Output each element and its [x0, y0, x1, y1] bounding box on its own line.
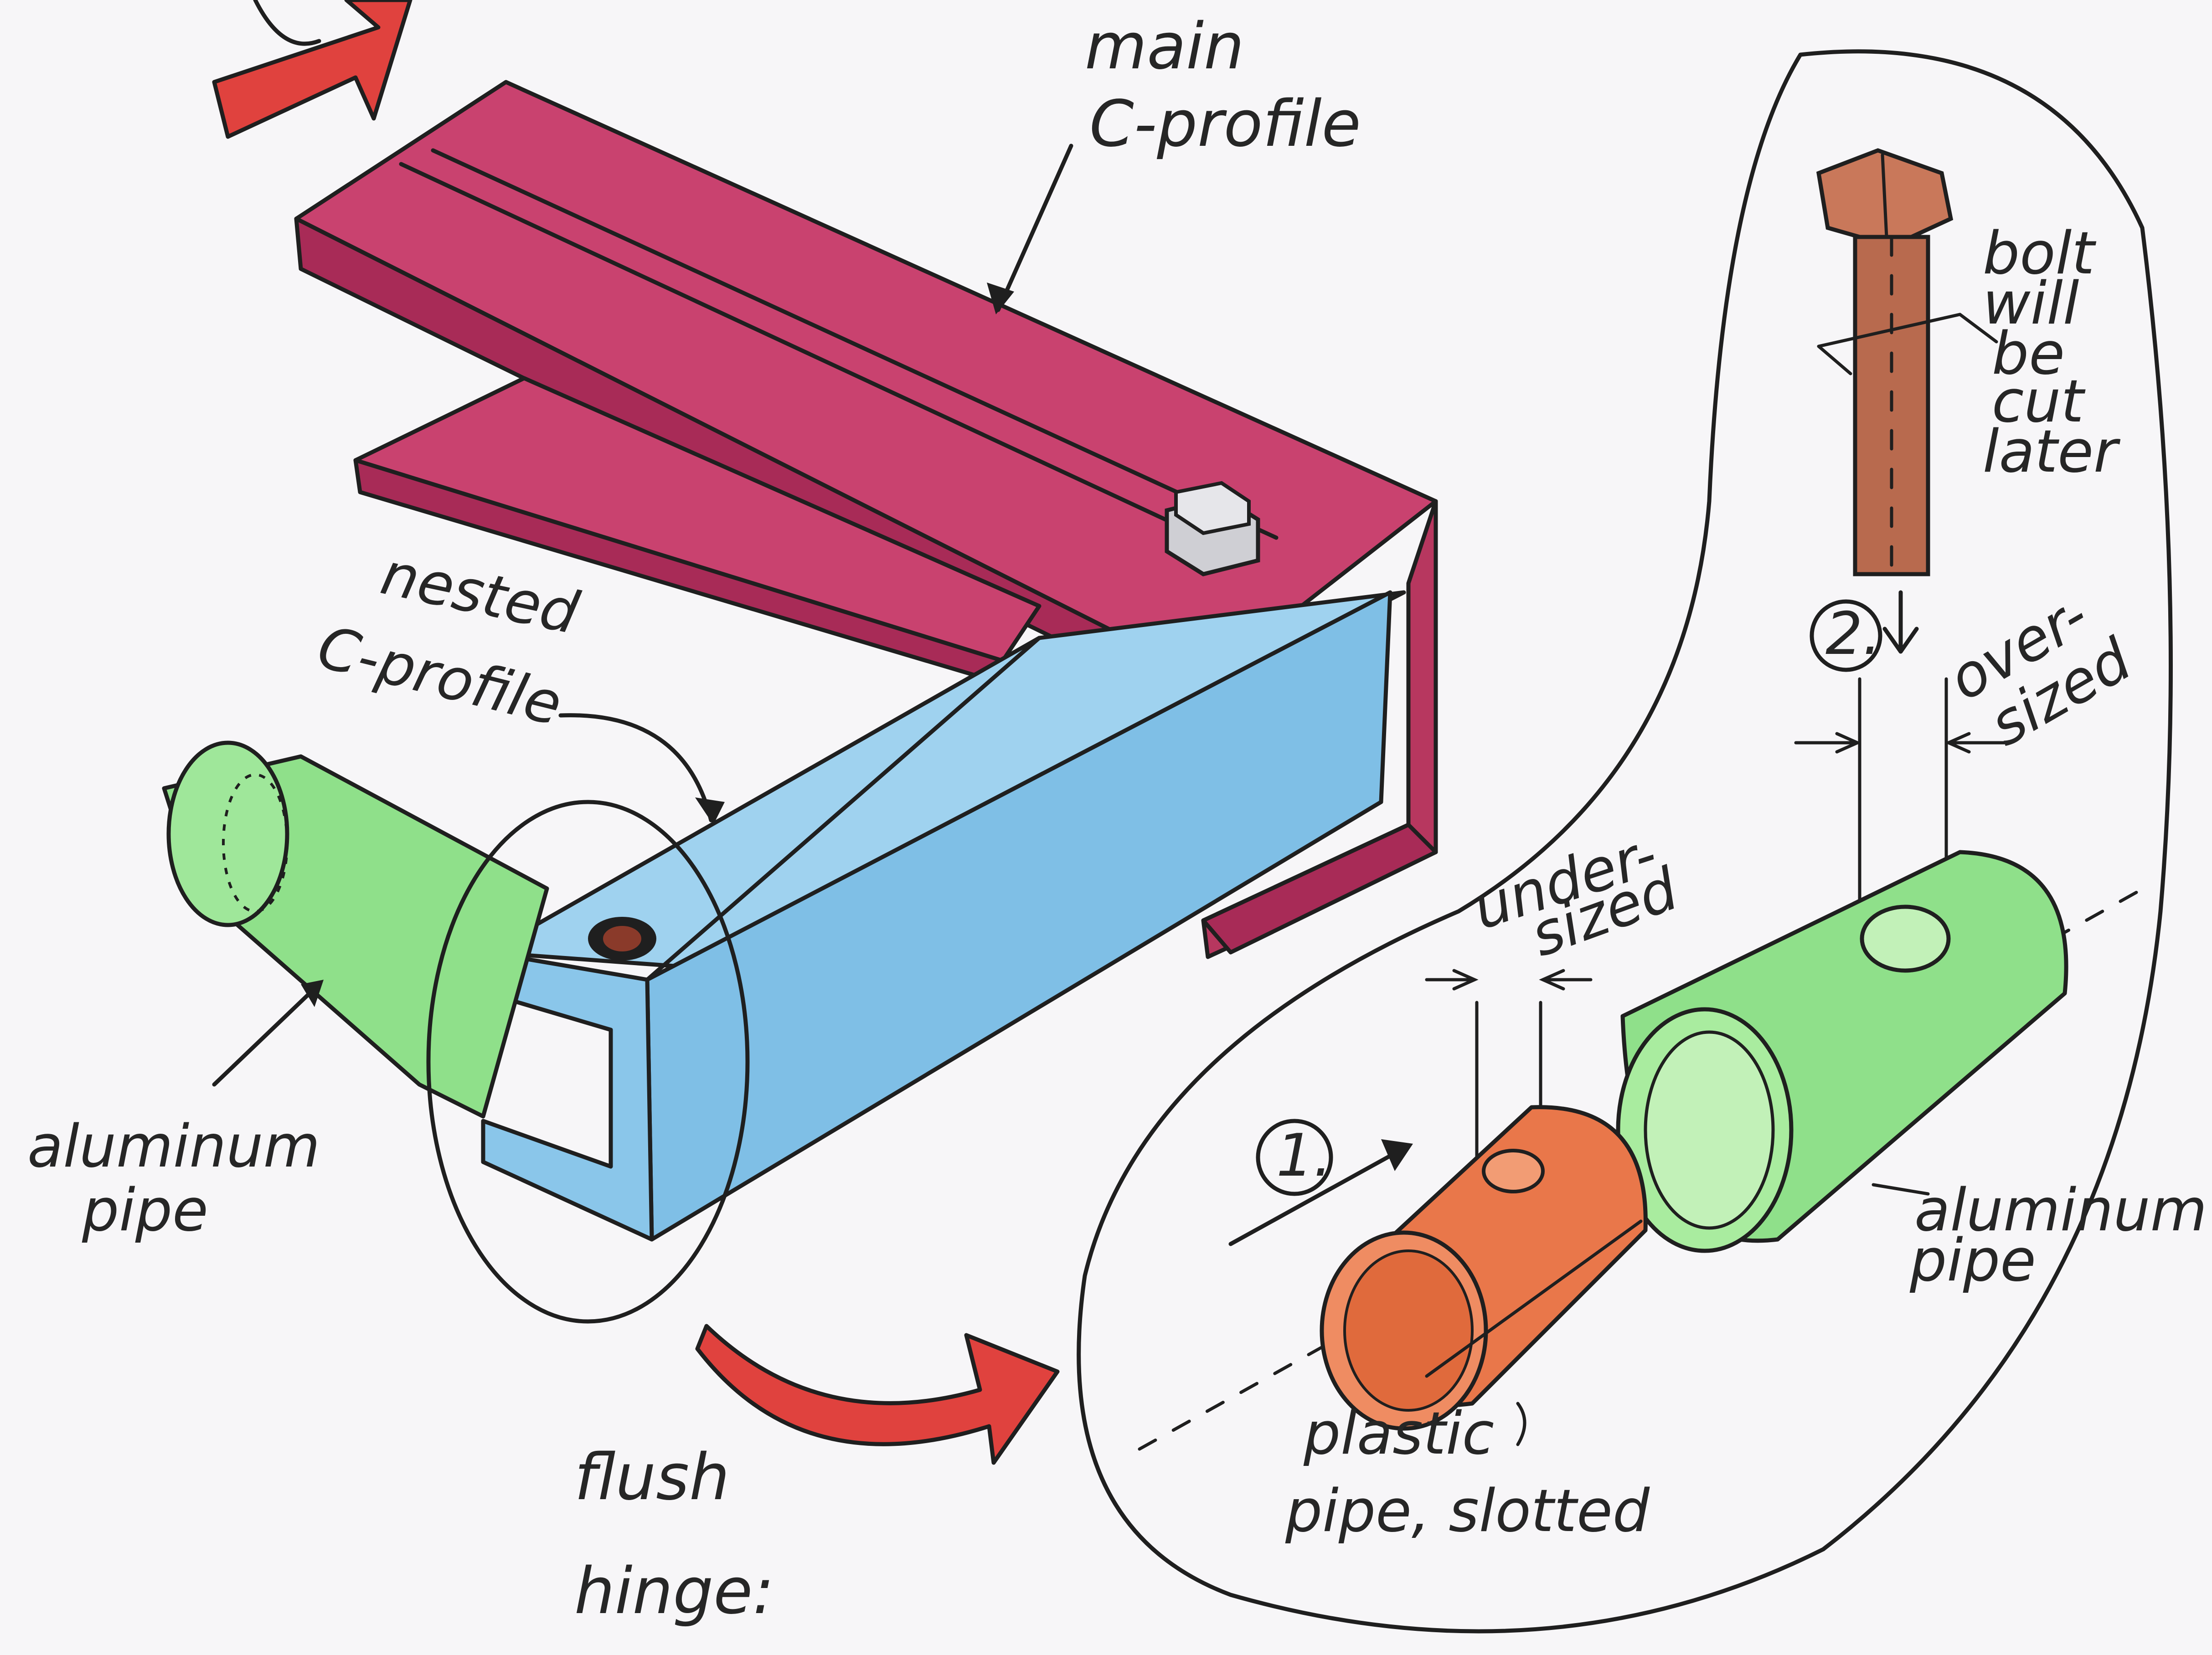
red-arrow-curve-icon [695, 1324, 1060, 1465]
bolt-note-1: bolt [1983, 220, 2097, 288]
aluminum-pipe-right-label-1: aluminum [1914, 1177, 2207, 1244]
step-one-label: 1. [1276, 1122, 1332, 1190]
hinge-axis [1138, 882, 2153, 1451]
step-two-circle [1810, 599, 1882, 672]
aluminum-pipe-left [162, 740, 549, 1119]
flush-hinge-label-1: flush [574, 1440, 730, 1515]
nested-c-profile-label-1: nested [376, 540, 585, 648]
detail-balloon [1077, 49, 2173, 1634]
aluminum-pipe-left-label-1: aluminum [27, 1113, 320, 1181]
main-c-profile [294, 80, 1438, 959]
aluminum-pipe-right [1616, 850, 2068, 1253]
flush-hinge-label-2: hinge: [574, 1554, 774, 1629]
bolt-icon [1816, 148, 1998, 576]
plastic-pipe-label-2: pipe, slotted [1285, 1477, 1650, 1545]
bolt-note-3: be [1992, 320, 2065, 388]
bolt-note-2: will [1983, 270, 2079, 338]
detail-circle [426, 800, 750, 1324]
red-arrow-top-icon [212, 0, 412, 139]
main-c-profile-label-1: main [1085, 10, 1244, 84]
step-two-label: 2. [1825, 600, 1881, 668]
plastic-pipe [1320, 1105, 1648, 1431]
bolt-note-4: cut [1992, 368, 2086, 436]
nut-icon [1165, 481, 1260, 576]
bolt-note-5: later [1983, 418, 2121, 486]
aluminum-pipe-right-label-2: pipe [1909, 1227, 2036, 1295]
main-c-profile-label-2: C-profile [1089, 87, 1361, 161]
nested-c-profile [481, 590, 1406, 1242]
aluminum-pipe-left-label-2: pipe [82, 1177, 208, 1244]
step-one-circle [1256, 1119, 1333, 1196]
plastic-pipe-label-1: plastic [1303, 1400, 1494, 1468]
